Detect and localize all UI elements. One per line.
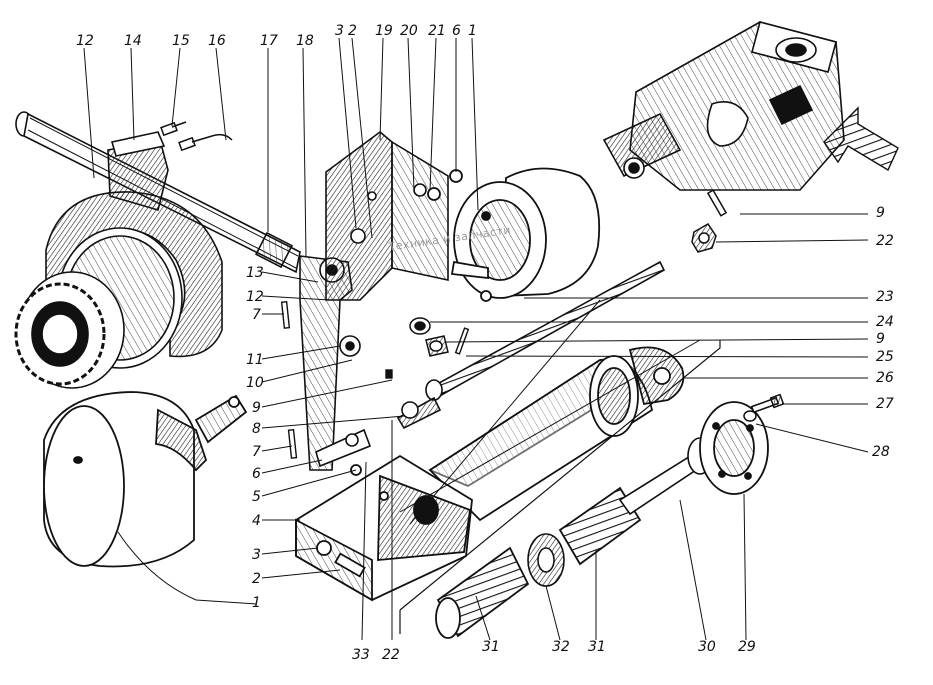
callout-24: 24	[876, 314, 894, 330]
splined-gear	[14, 282, 106, 386]
callout-15: 15	[172, 33, 190, 49]
callout-5: 5	[252, 489, 261, 505]
callout-7-upper: 7	[252, 307, 261, 323]
callout-10: 10	[246, 375, 264, 391]
callout-20: 20	[400, 23, 418, 39]
callout-11: 11	[246, 352, 264, 368]
callout-3-left: 3	[252, 547, 261, 563]
spring-assembly-frame	[399, 340, 721, 634]
callout-2-top: 2	[348, 23, 357, 39]
callout-12-left: 12	[246, 289, 264, 305]
callout-32: 32	[552, 639, 570, 655]
bolt-27	[743, 393, 785, 422]
bolts-15-16	[160, 121, 233, 152]
clutch-housing	[14, 191, 223, 389]
mounting-bracket	[325, 130, 449, 301]
threaded-rod	[396, 260, 666, 430]
leader-lines	[83, 37, 869, 641]
piston-rod	[618, 437, 713, 516]
callout-31-left: 31	[482, 639, 500, 655]
spring-right	[558, 486, 642, 566]
callout-9-right: 9	[876, 331, 885, 347]
callout-14: 14	[124, 33, 142, 49]
callout-12-top: 12	[76, 33, 94, 49]
direction-arrow	[823, 106, 899, 172]
brake-chamber-left	[43, 391, 248, 568]
base-bracket	[295, 454, 473, 602]
callout-1-bottom: 1	[252, 595, 261, 611]
callout-6-top: 6	[452, 23, 461, 39]
callout-22-bottom: 22	[382, 647, 400, 663]
callout-16: 16	[208, 33, 226, 49]
callout-9-right-top: 9	[876, 205, 885, 221]
callout-22-right: 22	[876, 233, 894, 249]
pin-9-and-nut-22	[691, 189, 728, 253]
spring-seat	[527, 533, 565, 587]
callout-2-left: 2	[252, 571, 261, 587]
washers-nuts	[409, 317, 449, 357]
end-flange	[699, 401, 769, 495]
callout-33: 33	[352, 647, 370, 663]
callout-6-left: 6	[252, 466, 261, 482]
callout-29: 29	[738, 639, 756, 655]
callout-31-right: 31	[588, 639, 606, 655]
callout-7-lower: 7	[252, 444, 261, 460]
callout-28: 28	[872, 444, 890, 460]
gearbox-housing	[602, 21, 845, 191]
callout-23: 23	[876, 289, 894, 305]
callout-18: 18	[296, 33, 314, 49]
callout-13: 13	[246, 265, 264, 281]
callout-3-top: 3	[335, 23, 344, 39]
callout-30: 30	[698, 639, 716, 655]
callout-1-top: 1	[468, 23, 477, 39]
callout-17: 17	[260, 33, 278, 49]
callout-27: 27	[876, 396, 894, 412]
callout-26: 26	[876, 370, 894, 386]
brake-chamber-right	[427, 167, 601, 302]
callout-4: 4	[252, 513, 261, 529]
callout-9-left: 9	[252, 400, 261, 416]
callout-25: 25	[876, 349, 894, 365]
spring-left	[435, 546, 530, 639]
callout-19: 19	[375, 23, 393, 39]
small-pins	[280, 300, 470, 459]
callout-8: 8	[252, 421, 261, 437]
callout-21: 21	[428, 23, 446, 39]
